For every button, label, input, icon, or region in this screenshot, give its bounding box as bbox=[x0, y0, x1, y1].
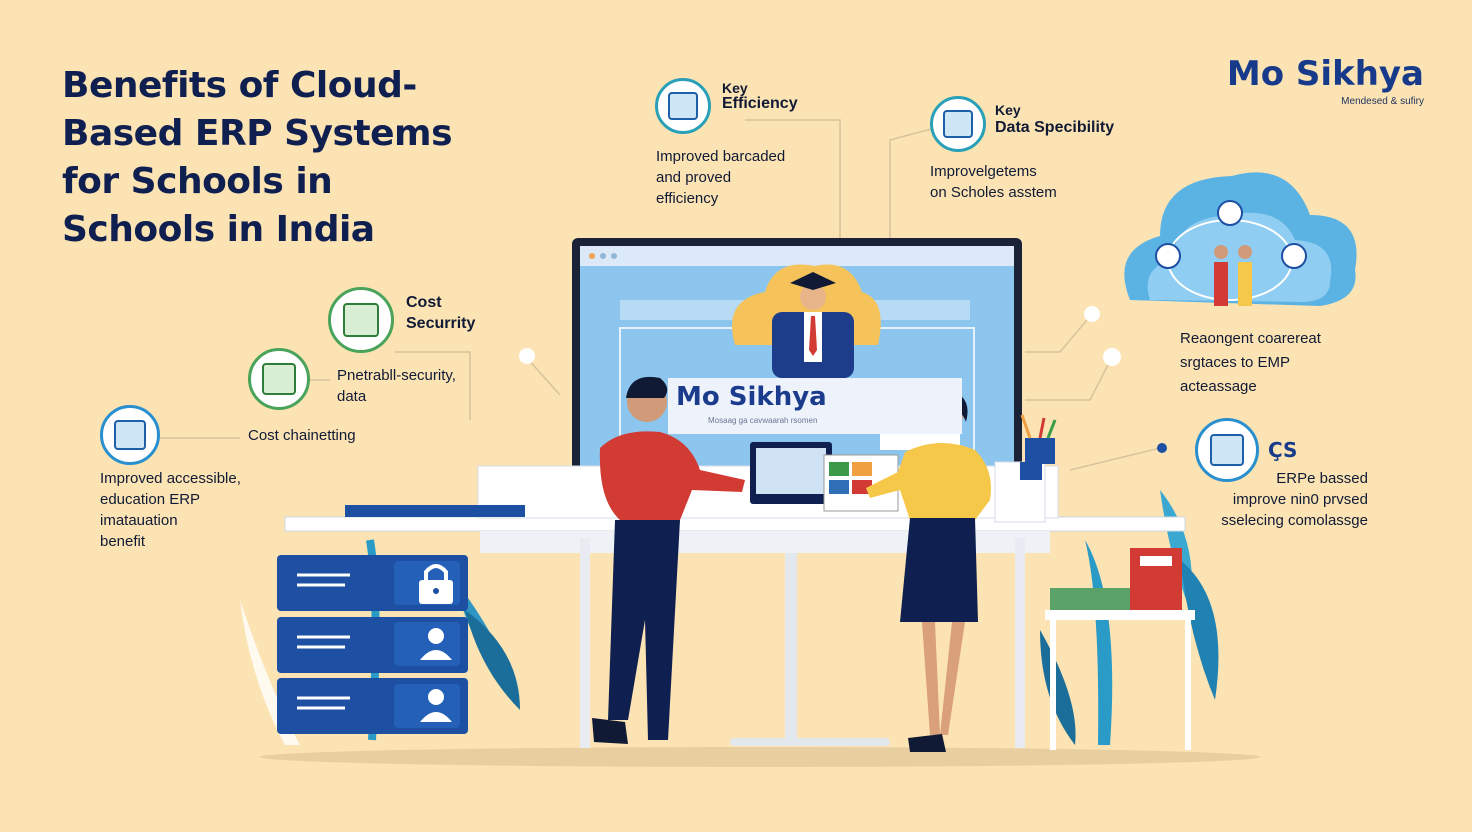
lock-icon bbox=[419, 564, 453, 604]
text-line: benefit bbox=[100, 533, 146, 550]
server-stack bbox=[277, 555, 468, 734]
data-spec-heading: Data Specibility bbox=[995, 119, 1115, 136]
efficiency-body: Improved barcaded and proved efficiency bbox=[656, 146, 785, 209]
right-low-body: ERPe bassed improve nin0 prvsed sselecin… bbox=[1200, 468, 1368, 531]
calendar-icon bbox=[248, 348, 310, 410]
title-line: Schools in India bbox=[62, 209, 375, 250]
cloud-icon bbox=[1124, 172, 1357, 306]
text-line: Cost bbox=[406, 294, 442, 311]
brand-logo: Mo Sikhya Mendesed & sufiry bbox=[1227, 54, 1424, 107]
data-spec-key: Key bbox=[995, 102, 1021, 118]
accessible-body: Improved accessible, education ERP imata… bbox=[100, 468, 241, 552]
right-mid-body: Reaongent coarereat srgtaces to EMP acte… bbox=[1180, 328, 1321, 397]
text-line: efficiency bbox=[656, 190, 719, 207]
document-icon bbox=[1195, 418, 1259, 482]
floor-shadow bbox=[260, 747, 1260, 767]
connector-dots bbox=[519, 306, 1167, 453]
text-line: sselecing comolassge bbox=[1221, 512, 1368, 529]
text-line: Securrity bbox=[406, 315, 476, 332]
text-line: Improvelgetems bbox=[930, 163, 1037, 180]
plant-right bbox=[1040, 490, 1219, 745]
cost-chain-label: Cost chainetting bbox=[248, 427, 356, 444]
page-title: Benefits of Cloud- Based ERP Systems for… bbox=[62, 62, 532, 254]
title-line: for Schools in bbox=[62, 161, 333, 202]
analytics-icon bbox=[930, 96, 986, 152]
screen-brand-name: Mo Sikhya bbox=[676, 382, 827, 412]
efficiency-heading: Efficiency bbox=[722, 95, 798, 112]
user-gear-icon bbox=[420, 628, 452, 660]
text-line: Improved barcaded bbox=[656, 148, 786, 165]
title-line: Benefits of Cloud- bbox=[62, 65, 417, 106]
screen-brand-subtitle: Mosaag ga cavwaarah rsomen bbox=[708, 416, 818, 425]
text-line: imatauation bbox=[100, 512, 178, 529]
text-line: Pnetrabll-security, bbox=[337, 367, 456, 384]
efficiency-key: Key bbox=[722, 80, 748, 96]
logo-tagline: Mendesed & sufiry bbox=[1341, 96, 1424, 107]
analytics-icon bbox=[655, 78, 711, 134]
text-line: improve nin0 prvsed bbox=[1232, 491, 1368, 508]
logo-name: Mo Sikhya bbox=[1226, 54, 1424, 94]
text-line: ERPe bassed bbox=[1276, 470, 1368, 487]
text-line: acteassage bbox=[1180, 378, 1257, 395]
side-table bbox=[1045, 548, 1195, 750]
document-icon bbox=[328, 287, 394, 353]
screen-brand-banner: Mo Sikhya Mosaag ga cavwaarah rsomen bbox=[668, 378, 962, 434]
graduate-icon bbox=[731, 264, 881, 378]
cost-security-body: Pnetrabll-security, data bbox=[337, 365, 456, 407]
text-line: Improved accessible, bbox=[100, 470, 241, 487]
cost-security-heading: Cost Securrity bbox=[406, 292, 475, 334]
text-line: on Scholes asstem bbox=[930, 184, 1057, 201]
data-spec-body: Improvelgetems on Scholes asstem bbox=[930, 161, 1057, 203]
person-icon bbox=[420, 689, 452, 722]
text-line: Reaongent coarereat bbox=[1180, 330, 1321, 347]
text-line: srgtaces to EMP bbox=[1180, 354, 1291, 371]
pencil-cup bbox=[1020, 414, 1057, 464]
title-line: Based ERP Systems bbox=[62, 113, 453, 154]
person-icon bbox=[100, 405, 160, 465]
text-line: data bbox=[337, 388, 367, 405]
text-line: education ERP bbox=[100, 491, 201, 508]
person-man bbox=[592, 376, 745, 744]
right-low-chip: ÇS bbox=[1268, 438, 1298, 462]
text-line: and proved bbox=[656, 169, 732, 186]
